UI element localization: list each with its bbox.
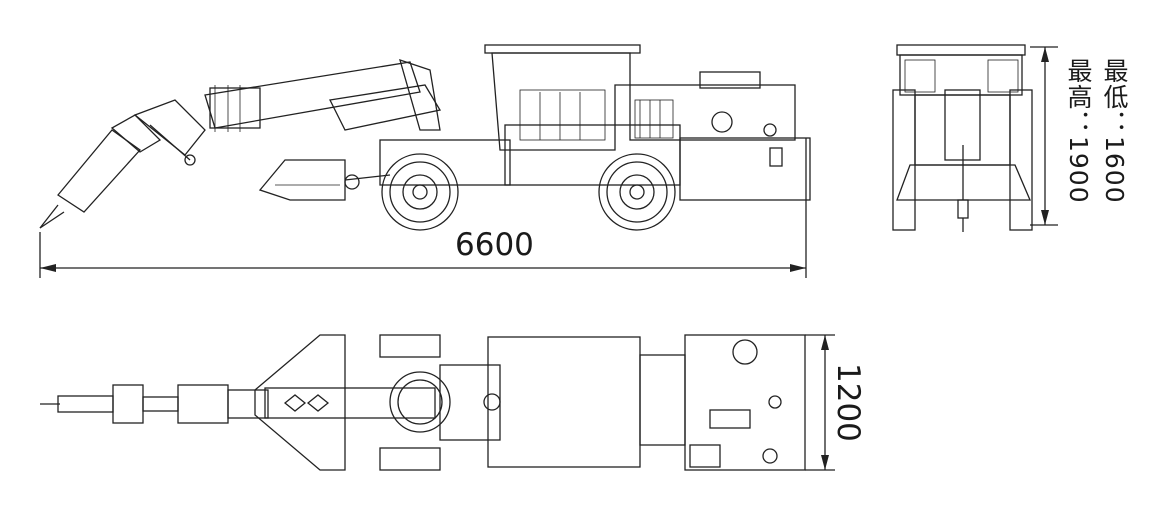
- top-view: [40, 334, 835, 471]
- height-max-label: 最高：1900: [1064, 58, 1093, 204]
- bucket: [258, 159, 391, 201]
- length-dimension-line: [39, 138, 807, 278]
- width-label: 1200: [830, 363, 866, 442]
- front-view: [892, 44, 1058, 232]
- rear-wheel: [598, 153, 676, 231]
- front-wheel: [381, 153, 459, 231]
- height-dimension-line: [1030, 46, 1058, 226]
- height-min-label: 最低：1600: [1100, 58, 1129, 204]
- cab: [484, 44, 641, 151]
- side-view: [39, 44, 811, 278]
- chassis: [379, 71, 811, 201]
- length-label: 6600: [455, 227, 534, 263]
- width-dimension-line: [805, 334, 835, 471]
- breaker-hammer: [39, 114, 162, 229]
- boom-arm: [133, 58, 442, 166]
